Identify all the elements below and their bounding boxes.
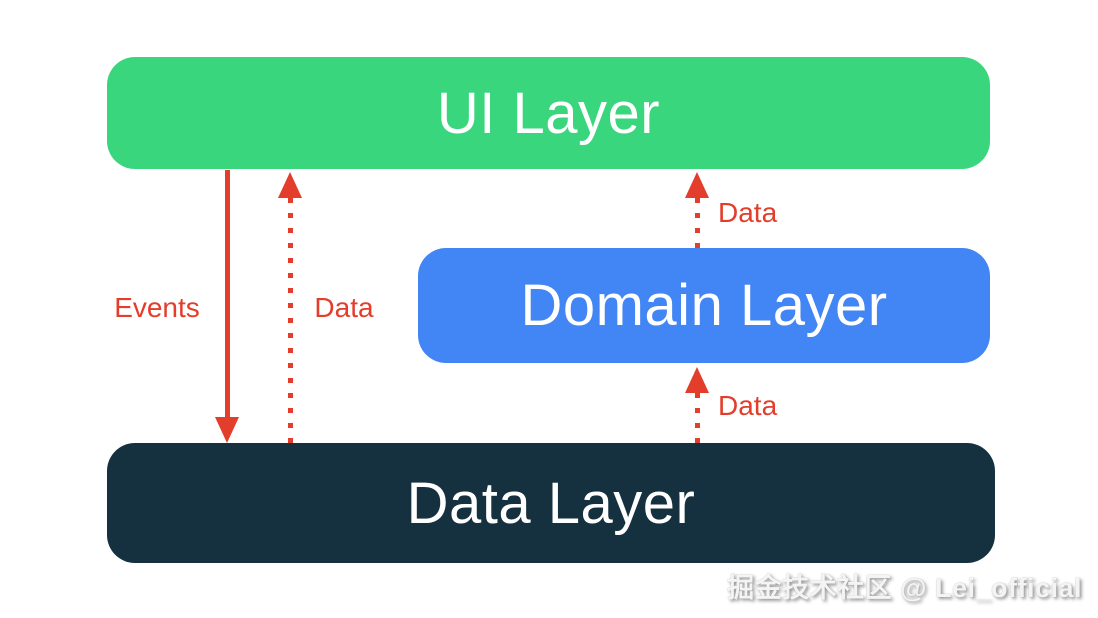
data-arrow-domain-to-ui-label: Data xyxy=(718,197,778,228)
data-arrow-data-to-domain-label: Data xyxy=(718,390,778,421)
ui-layer-label: UI Layer xyxy=(436,80,661,146)
data-arrow-left-label: Data xyxy=(314,292,374,323)
arrow-up-icon xyxy=(685,172,709,198)
events-arrow-label: Events xyxy=(114,292,200,323)
data-arrow-left-line xyxy=(288,198,293,443)
events-arrow-line xyxy=(225,170,230,417)
arrow-up-icon xyxy=(685,367,709,393)
data-arrow-domain-to-ui-line xyxy=(695,198,700,248)
ui-layer-box: UI Layer xyxy=(107,57,990,169)
domain-layer-label: Domain Layer xyxy=(520,273,888,338)
arrow-down-icon xyxy=(215,417,239,443)
domain-layer-box: Domain Layer xyxy=(418,248,990,363)
data-layer-box: Data Layer xyxy=(107,443,995,563)
data-arrow-data-to-domain-line xyxy=(695,393,700,443)
watermark-text: 掘金技术社区 @ Lei_official xyxy=(727,573,1082,603)
data-layer-label: Data Layer xyxy=(406,470,696,536)
arrow-up-icon xyxy=(278,172,302,198)
